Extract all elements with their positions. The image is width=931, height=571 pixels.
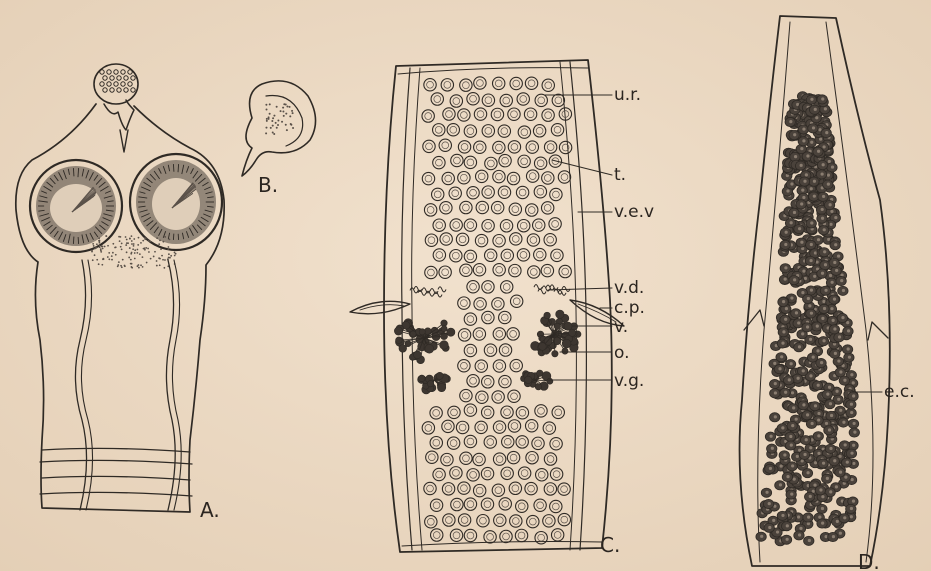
label-o: o. [614,343,630,363]
label-u-r: u.r. [614,85,641,105]
right-sucker [130,154,222,250]
left-sucker [30,160,122,252]
label-v-g: v.g. [614,371,644,391]
figure-b-letter: B. [258,173,278,197]
label-c-p: c.p. [614,298,645,318]
label-v-d: v.d. [614,278,644,298]
figure-c-letter: C. [600,533,620,557]
label-v: v. [614,317,628,337]
label-v-e-v: v.e.v [614,202,654,222]
figure-a-letter: A. [200,498,220,522]
label-e-c: e.c. [884,382,915,402]
figure-d-letter: D. [858,550,880,571]
label-t: t. [614,165,626,185]
